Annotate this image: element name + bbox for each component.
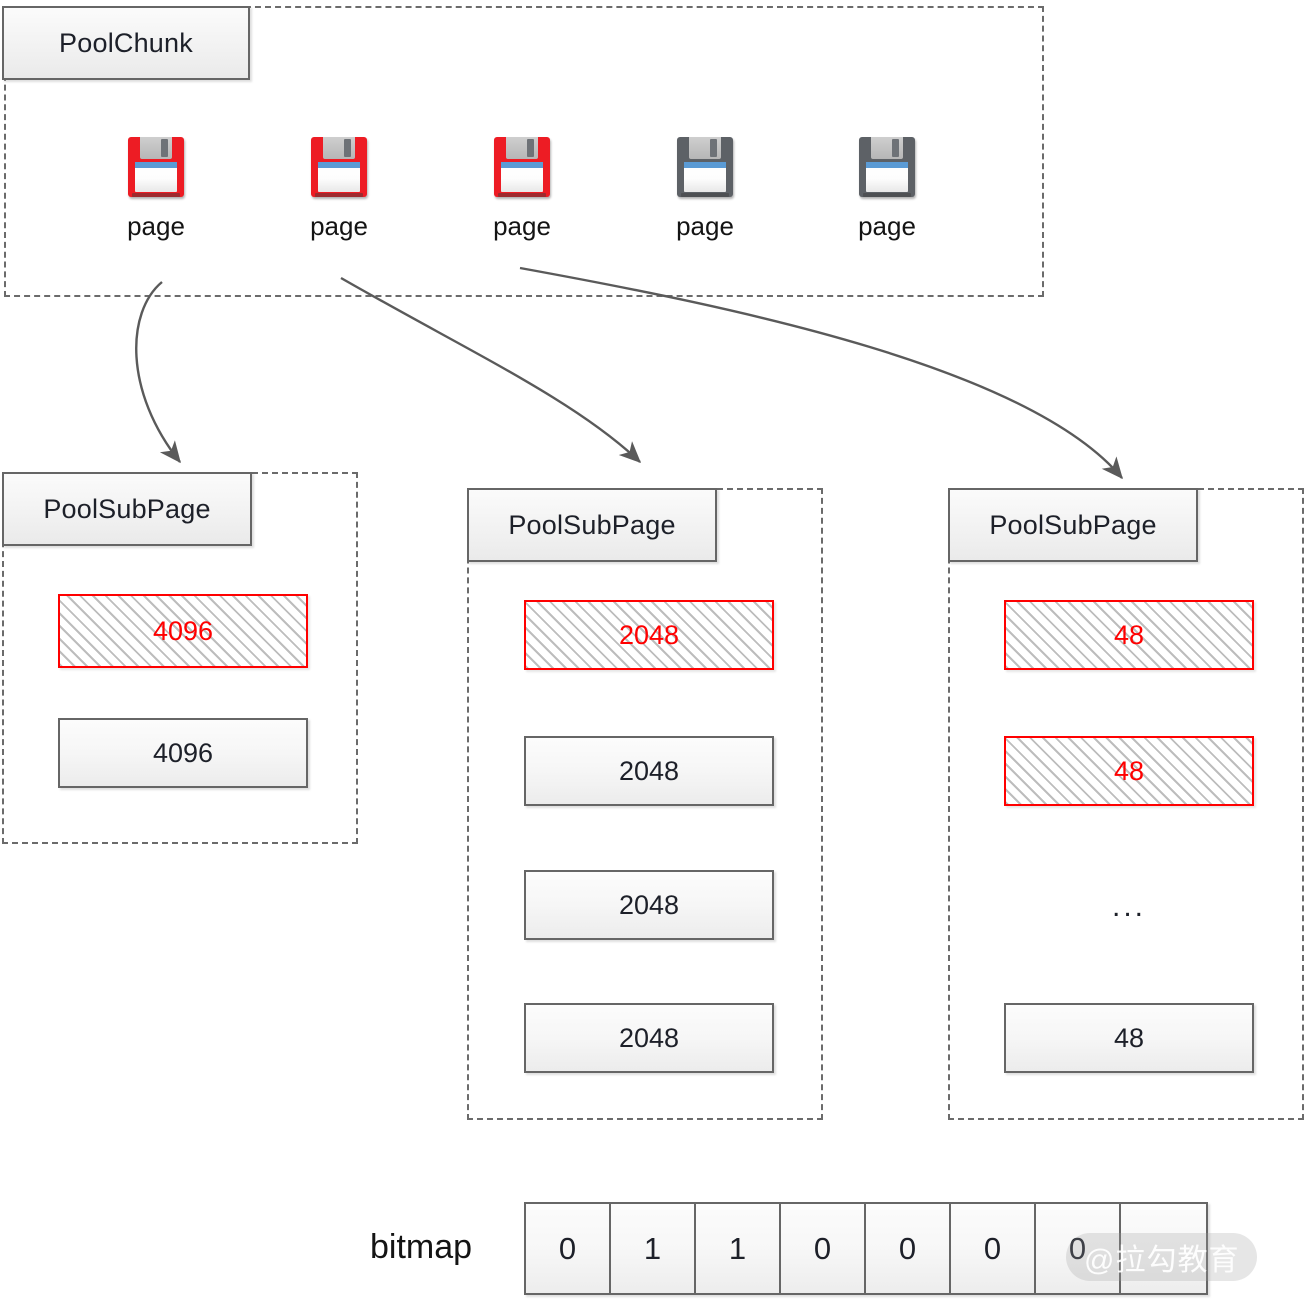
slot-free[interactable]: 2048 <box>524 1003 774 1073</box>
poolsubpage-title: PoolSubPage <box>989 509 1157 540</box>
floppy-disk-icon <box>673 135 737 199</box>
floppy-disk-icon <box>855 135 919 199</box>
slot-ellipsis: ... <box>1111 890 1146 923</box>
poolsubpage-title-tab-0: PoolSubPage <box>2 472 252 546</box>
slot-value: 2048 <box>618 755 680 786</box>
poolsubpage-title-tab-1: PoolSubPage <box>467 488 717 562</box>
bitmap-grid: 0 1 1 0 0 0 0 <box>524 1202 1208 1295</box>
poolchunk-title: PoolChunk <box>59 27 193 58</box>
poolsubpage-title: PoolSubPage <box>43 493 211 524</box>
watermark: @拉勾教育 <box>1066 1233 1258 1281</box>
slot-value: 2048 <box>618 1022 680 1053</box>
page-item-2[interactable]: page <box>467 135 577 242</box>
arrow-page2-to-subpage2 <box>519 266 1123 480</box>
slot-value: 48 <box>1113 755 1145 786</box>
slot-value: 48 <box>1113 619 1145 650</box>
slot-used[interactable]: 48 <box>1004 600 1254 670</box>
slot-free[interactable]: 2048 <box>524 870 774 940</box>
floppy-disk-icon <box>490 135 554 199</box>
page-item-4[interactable]: page <box>832 135 942 242</box>
page-item-1[interactable]: page <box>284 135 394 242</box>
bitmap-label: bitmap <box>370 1228 473 1266</box>
slot-value: 2048 <box>618 889 680 920</box>
poolchunk-title-tab: PoolChunk <box>2 6 250 80</box>
page-label: page <box>493 211 551 241</box>
slot-value: 4096 <box>152 737 214 768</box>
page-item-0[interactable]: page <box>101 135 211 242</box>
bitmap-cell[interactable]: 0 <box>866 1204 951 1293</box>
slot-free[interactable]: 2048 <box>524 736 774 806</box>
poolsubpage-title: PoolSubPage <box>508 509 676 540</box>
slot-used[interactable]: 4096 <box>58 594 308 668</box>
bitmap-cell[interactable]: 0 <box>1036 1204 1121 1293</box>
slot-value: 2048 <box>618 619 680 650</box>
page-label: page <box>127 211 185 241</box>
poolsubpage-title-tab-2: PoolSubPage <box>948 488 1198 562</box>
slot-free[interactable]: 4096 <box>58 718 308 788</box>
floppy-disk-icon <box>124 135 188 199</box>
bitmap-cell[interactable]: 0 <box>951 1204 1036 1293</box>
arrow-page1-to-subpage1 <box>340 276 642 463</box>
page-label: page <box>676 211 734 241</box>
slot-used[interactable]: 2048 <box>524 600 774 670</box>
bitmap-cell[interactable]: 1 <box>611 1204 696 1293</box>
slot-free[interactable]: 48 <box>1004 1003 1254 1073</box>
bitmap-cell[interactable]: 1 <box>696 1204 781 1293</box>
floppy-disk-icon <box>307 135 371 199</box>
bitmap-cell[interactable]: 0 <box>526 1204 611 1293</box>
slot-value: 48 <box>1113 1022 1145 1053</box>
slot-value: 4096 <box>152 615 214 646</box>
arrow-page0-to-subpage0 <box>135 281 181 464</box>
page-item-3[interactable]: page <box>650 135 760 242</box>
bitmap-cell[interactable]: 0 <box>781 1204 866 1293</box>
page-label: page <box>858 211 916 241</box>
watermark-text: @拉勾教育 <box>1084 1244 1240 1277</box>
page-label: page <box>310 211 368 241</box>
slot-used[interactable]: 48 <box>1004 736 1254 806</box>
